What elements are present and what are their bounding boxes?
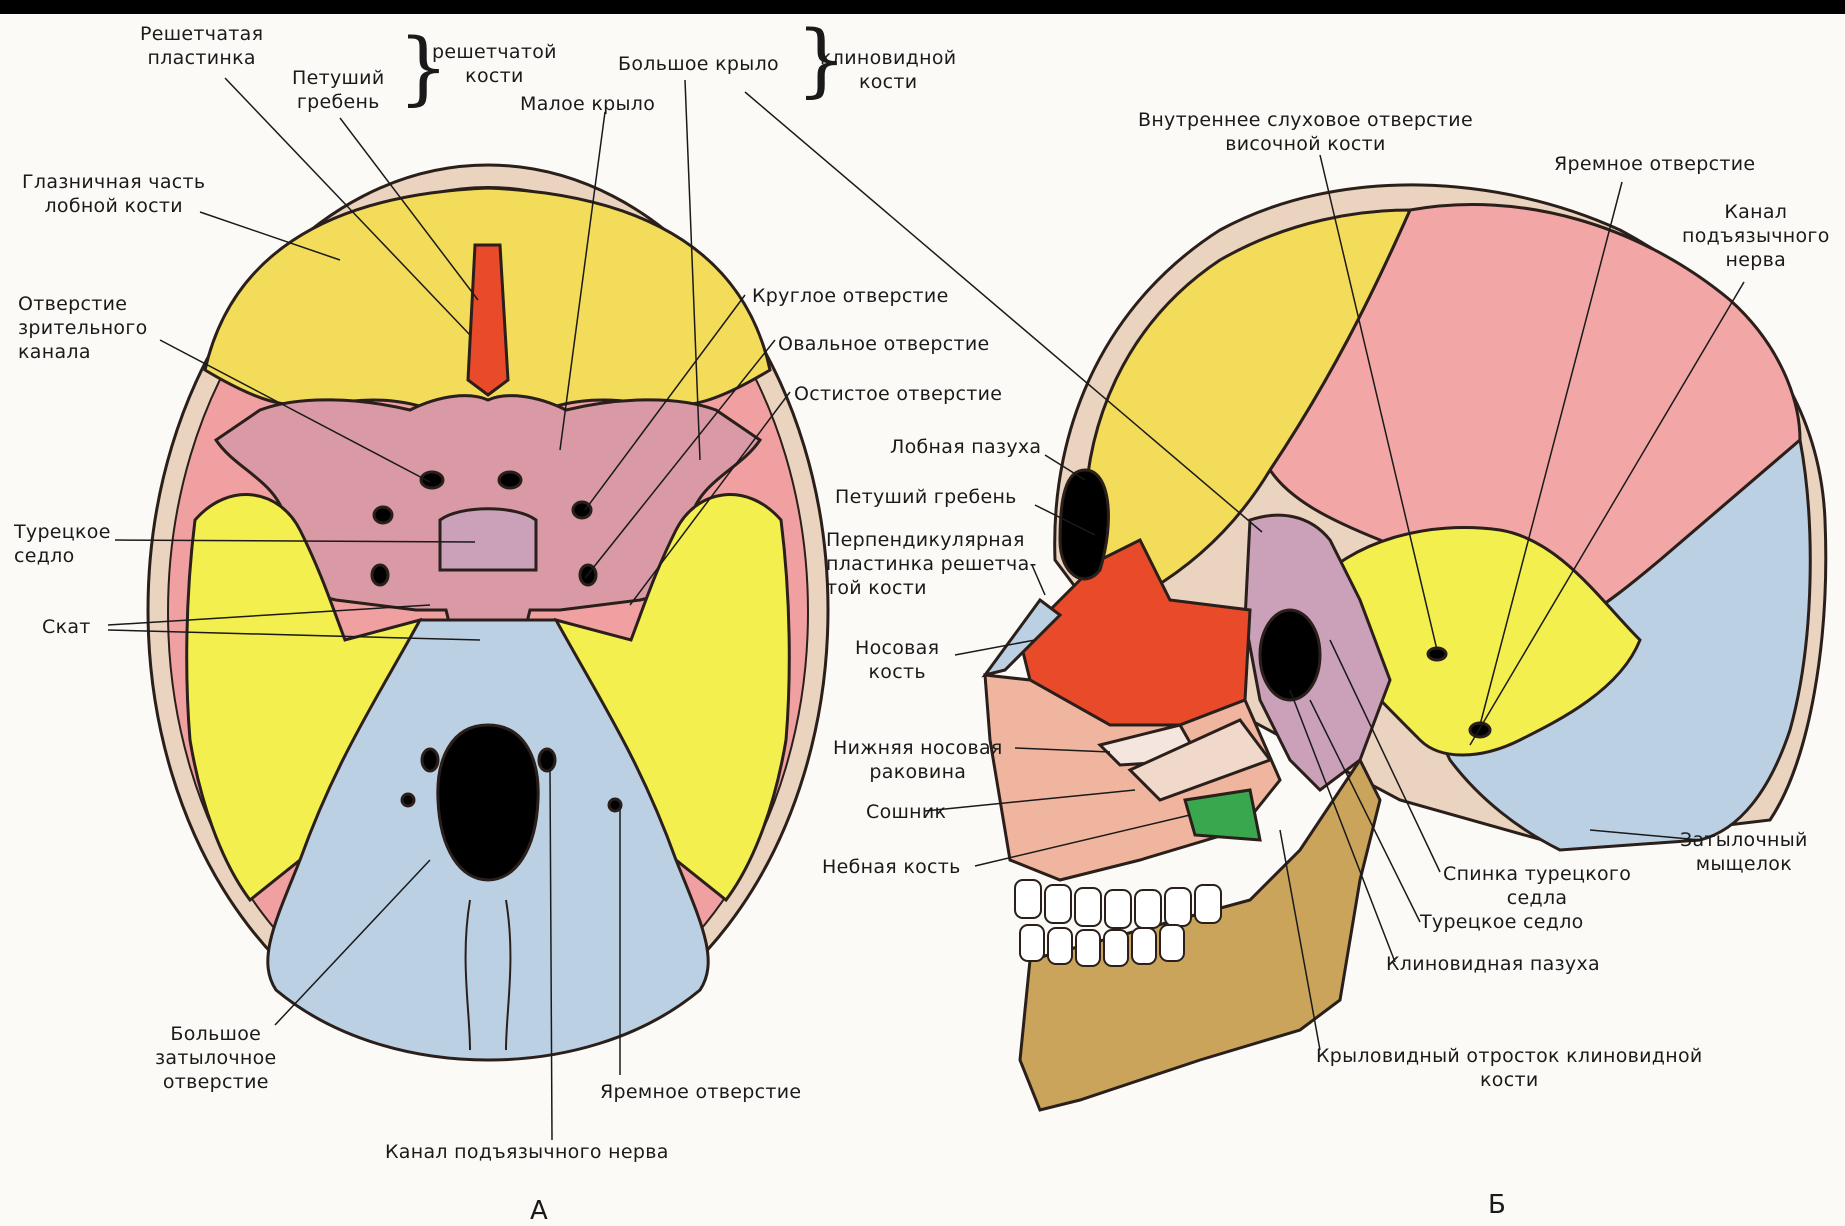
panel-letter-a: А [530, 1196, 548, 1226]
label-frontal-sinus: Лобная пазуха [890, 435, 1041, 459]
upper-teeth [1015, 880, 1221, 928]
foramen-ovale-left [372, 565, 388, 585]
label-palatine-bone: Небная кость [822, 855, 961, 879]
palatine-bone [1185, 790, 1260, 840]
crista-galli [468, 245, 508, 395]
frontal-sinus [1060, 470, 1108, 579]
optic-foramen-left [421, 472, 443, 488]
hypoglossal-right [609, 799, 621, 811]
label-vomer: Сошник [866, 800, 946, 824]
label-jugular-foramen-b: Яремное отверстие [1554, 152, 1755, 176]
sphenoid-sinus [1260, 610, 1320, 700]
label-foramen-ovale: Овальное отверстие [778, 332, 990, 356]
hypoglossal-left [402, 794, 414, 806]
label-clivus: Скат [42, 615, 91, 639]
jugular-foramen-right [539, 749, 555, 771]
sella-turcica [440, 509, 536, 570]
label-foramen-spinosum: Остистое отверстие [794, 382, 1002, 406]
jugular-foramen-left [422, 749, 438, 771]
label-lesser-wing: Малое крыло [520, 92, 655, 116]
label-jugular-foramen-a: Яремное отверстие [600, 1080, 801, 1104]
jugular-foramen-b [1470, 723, 1490, 737]
panel-a-cranial-base [148, 165, 828, 1060]
label-foramen-rotundum: Круглое отверстие [752, 284, 949, 308]
label-sphenoid-sinus: Клиновидная пазуха [1386, 952, 1600, 976]
label-sella-turcica-b: Турецкое седло [1420, 910, 1584, 934]
optic-foramen-right [499, 472, 521, 488]
label-greater-wing: Большое крыло [618, 52, 779, 76]
label-hypoglossal-canal-a: Канал подъязычного нерва [385, 1140, 669, 1164]
foramen-magnum [438, 725, 538, 880]
panel-letter-b: Б [1488, 1190, 1506, 1220]
label-crista-galli-b: Петуший гребень [835, 485, 1017, 509]
foramen-rotundum-left [374, 507, 392, 523]
